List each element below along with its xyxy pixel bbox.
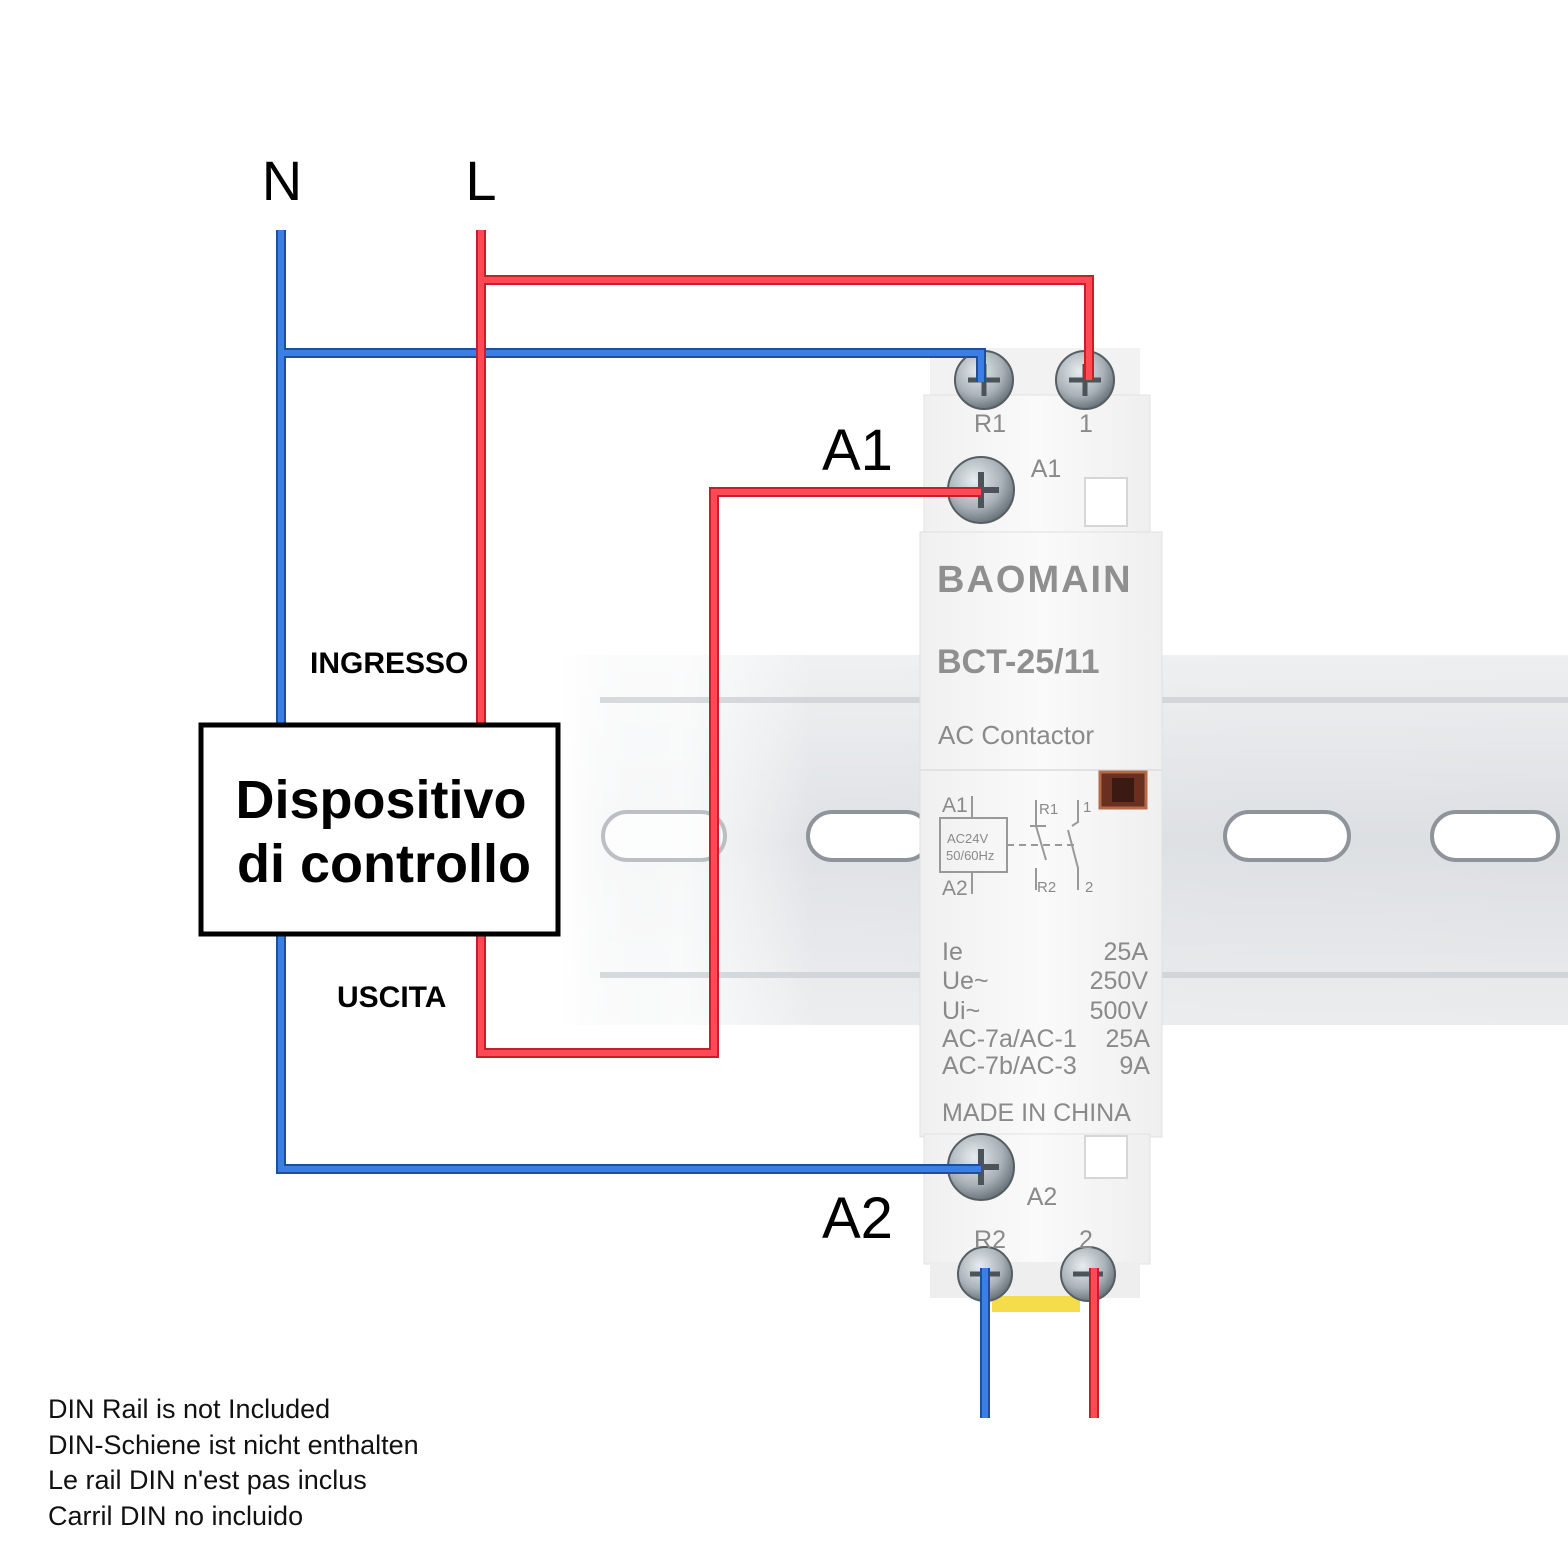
live-label: L: [465, 149, 496, 212]
neutral-wiring: [276, 230, 990, 1418]
schematic-1: 1: [1083, 799, 1091, 816]
rail-notice: DIN Rail is not Included DIN-Schiene ist…: [48, 1392, 419, 1534]
terminal-label-r2: R2: [974, 1226, 1006, 1254]
spec-label: Ui~: [942, 997, 980, 1025]
rail-slot: [1223, 810, 1351, 862]
neutral-label: N: [262, 149, 302, 212]
spec-value: 25A: [1104, 938, 1149, 966]
rail-slot: [1430, 810, 1560, 862]
contactor: R1 1 A1 A2 R2 2 BAOMAIN BCT-25/11 AC Con…: [919, 348, 1163, 1312]
output-label: USCITA: [337, 981, 446, 1014]
spec-value: 250V: [1090, 967, 1149, 995]
schematic-a1: A1: [942, 794, 968, 817]
schematic-2: 2: [1085, 879, 1093, 896]
notice-spanish: Carril DIN no incluido: [48, 1500, 304, 1531]
terminal-label-1: 1: [1079, 410, 1093, 438]
contactor-schematic: A1 AC24V 50/60Hz A2 R1 1 R2 2: [939, 794, 1093, 900]
control-device: Dispositivo di controllo: [198, 722, 561, 937]
rail-slot: [601, 810, 727, 862]
rail-slot: [806, 810, 932, 862]
country-of-origin: MADE IN CHINA: [942, 1099, 1131, 1127]
terminal-label-a2: A2: [1027, 1183, 1058, 1211]
spec-label: AC-7b/AC-3: [942, 1052, 1077, 1080]
schematic-coil-voltage: AC24V: [947, 831, 989, 846]
control-device-title-line1: Dispositivo: [235, 770, 526, 830]
notice-german: DIN-Schiene ist nicht enthalten: [48, 1429, 419, 1460]
input-label: INGRESSO: [310, 647, 468, 680]
notice-french: Le rail DIN n'est pas inclus: [48, 1465, 367, 1495]
output-to-a1-wire: [478, 489, 981, 1056]
device-type: AC Contactor: [938, 720, 1094, 750]
neutral-to-a2-wire: [278, 935, 981, 1172]
notice-english: DIN Rail is not Included: [48, 1394, 331, 1424]
model-number: BCT-25/11: [937, 643, 1100, 681]
a1-callout: A1: [822, 418, 893, 483]
terminal-slot: [1084, 477, 1128, 527]
schematic-coil-frequency: 50/60Hz: [946, 848, 994, 863]
live-wiring: [476, 230, 1099, 1418]
screw-2: [1060, 1246, 1116, 1302]
control-device-title-line2: di controllo: [237, 834, 531, 894]
spec-table: Ie 25A Ue~ 250V Ui~ 500V AC-7a/AC-1 25A …: [942, 938, 1150, 1080]
din-clip: [992, 1296, 1080, 1312]
neutral-to-r1-wire: [281, 350, 984, 382]
a2-callout: A2: [822, 1186, 893, 1251]
brand-name: BAOMAIN: [937, 559, 1133, 601]
terminal-slot: [1084, 1135, 1128, 1179]
schematic-a2: A2: [942, 877, 968, 900]
terminal-label-2: 2: [1079, 1226, 1093, 1254]
live-to-terminal-1-wire: [481, 277, 1092, 380]
spec-value: 9A: [1119, 1052, 1150, 1080]
spec-label: Ue~: [942, 967, 989, 995]
terminal-label-a1: A1: [1031, 455, 1062, 483]
terminal-label-r1: R1: [974, 410, 1006, 438]
spec-value: 25A: [1106, 1025, 1151, 1053]
spec-label: AC-7a/AC-1: [942, 1025, 1077, 1053]
spec-label: Ie: [942, 938, 963, 966]
spec-value: 500V: [1090, 997, 1149, 1025]
schematic-r1: R1: [1039, 801, 1058, 818]
schematic-r2: R2: [1037, 879, 1056, 896]
